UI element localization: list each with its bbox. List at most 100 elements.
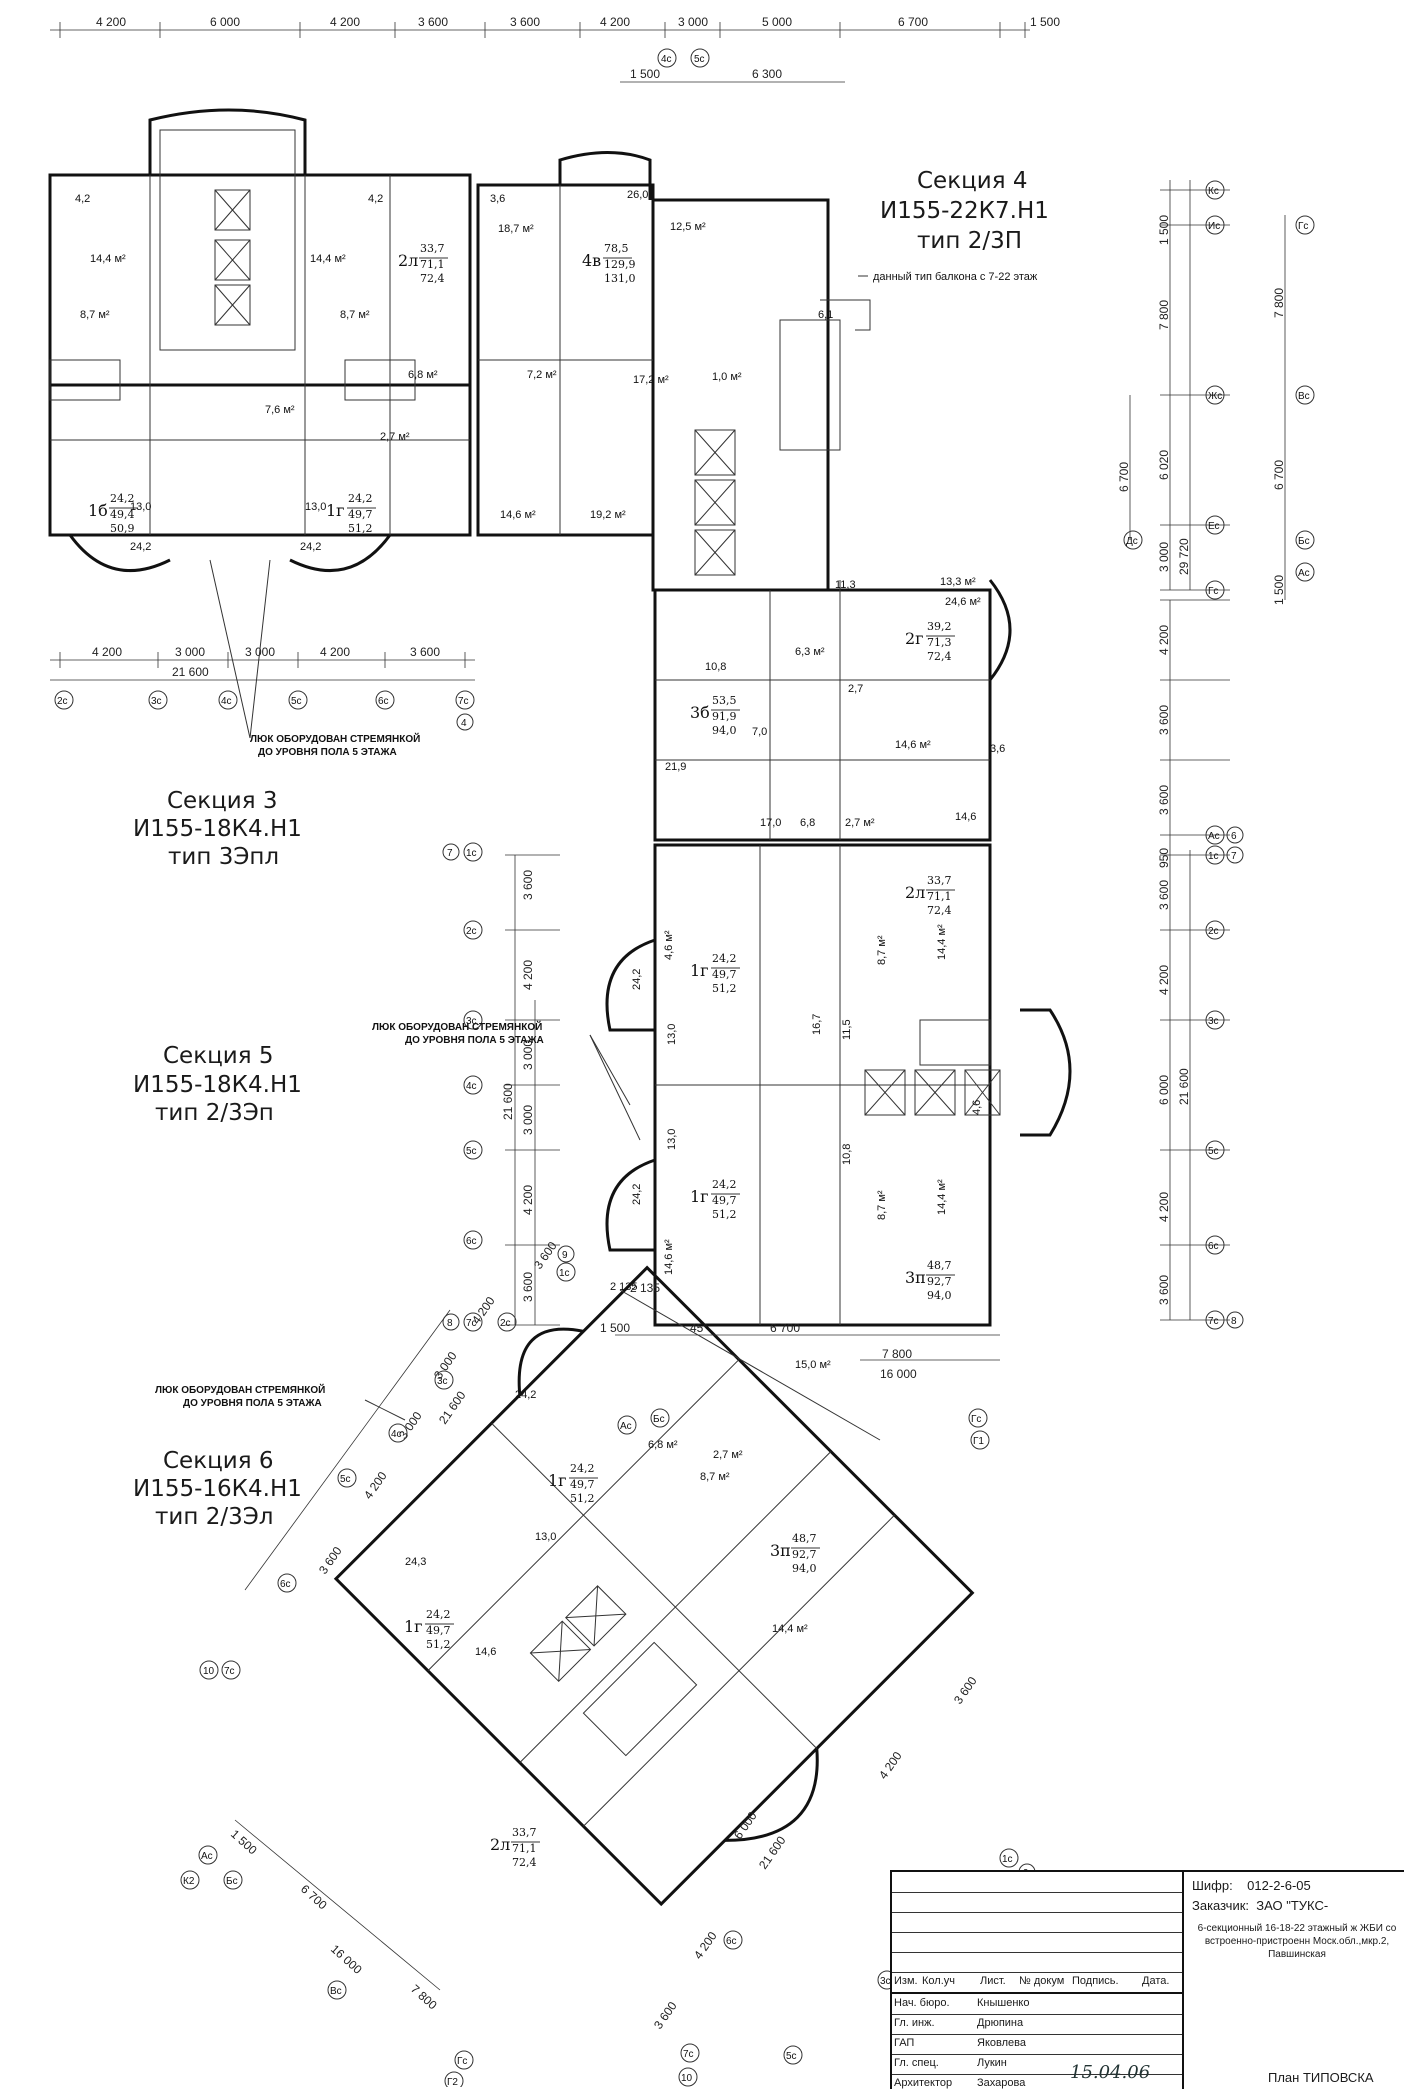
svg-text:К2: К2 — [183, 1876, 195, 1887]
s5-rdim-2: 3 600 — [1157, 785, 1171, 815]
s5-ldim-4: 21 600 — [501, 1083, 515, 1120]
svg-text:3,6: 3,6 — [990, 743, 1005, 755]
s5-rdim-6: 6 000 — [1157, 1075, 1171, 1105]
top-dim-4: 3 600 — [510, 15, 540, 29]
s3-total: 21 600 — [172, 665, 209, 679]
s6-dim-0: 1 500 — [600, 1321, 630, 1335]
svg-text:4 200: 4 200 — [691, 1929, 720, 1962]
svg-text:49,7: 49,7 — [570, 1478, 595, 1491]
svg-text:1г: 1г — [690, 961, 709, 980]
svg-text:Ас: Ас — [201, 1851, 213, 1862]
svg-text:Секция 4: Секция 4 — [917, 168, 1028, 194]
svg-text:10,8: 10,8 — [841, 1144, 853, 1165]
svg-text:5с: 5с — [786, 2051, 797, 2062]
svg-text:24,2: 24,2 — [631, 1184, 643, 1205]
svg-text:16,7: 16,7 — [811, 1014, 823, 1035]
svg-text:13,3 м²: 13,3 м² — [940, 576, 976, 588]
svg-text:3с: 3с — [466, 1016, 477, 1027]
svg-text:Г2: Г2 — [447, 2077, 458, 2087]
svg-text:26,0: 26,0 — [627, 189, 648, 201]
svg-text:53,5: 53,5 — [712, 694, 737, 707]
s4-rdim-2: 6 020 — [1157, 450, 1171, 480]
svg-text:14,6: 14,6 — [475, 1646, 496, 1658]
svg-text:7с: 7с — [224, 1666, 235, 1677]
top-dim-8: 6 700 — [898, 15, 928, 29]
svg-text:Ас: Ас — [620, 1421, 632, 1432]
svg-text:6,8 м²: 6,8 м² — [648, 1439, 678, 1451]
svg-text:13,0: 13,0 — [535, 1531, 556, 1543]
svg-text:24,6 м²: 24,6 м² — [945, 596, 981, 608]
top-dim-7: 5 000 — [762, 15, 792, 29]
svg-text:1с: 1с — [1002, 1854, 1013, 1865]
top-dim-5: 4 200 — [600, 15, 630, 29]
s4-rdim-0: 1 500 — [1157, 215, 1171, 245]
svg-text:1с: 1с — [1208, 851, 1219, 862]
staff-row: Архитектор Захарова — [894, 2077, 1026, 2089]
s5-ldim-5: 4 200 — [521, 1185, 535, 1215]
svg-text:Дс: Дс — [1126, 536, 1138, 547]
s5-ldim-0: 3 600 — [521, 870, 535, 900]
top-dim-0: 4 200 — [96, 15, 126, 29]
svg-text:14,4 м²: 14,4 м² — [936, 1179, 948, 1215]
svg-text:8: 8 — [1231, 1316, 1237, 1327]
svg-text:5с: 5с — [291, 696, 302, 707]
svg-text:ЛЮК ОБОРУДОВАН СТРЕМЯНКОЙ: ЛЮК ОБОРУДОВАН СТРЕМЯНКОЙ — [155, 1383, 325, 1396]
svg-text:51,2: 51,2 — [712, 982, 737, 995]
section-5-title: Секция 5 И155-18К4.Н1 тип 2/3Эп — [133, 1043, 302, 1126]
svg-text:3с: 3с — [151, 696, 162, 707]
svg-text:5с: 5с — [340, 1474, 351, 1485]
svg-text:9: 9 — [562, 1250, 568, 1261]
svg-text:4в: 4в — [582, 251, 601, 270]
svg-text:2с: 2с — [500, 1318, 511, 1329]
s5-rdim-7: 21 600 — [1177, 1068, 1191, 1105]
section-6-plan: 6,8 м² 8,7 м² 14,4 м² 13,0 24,2 24,3 14,… — [333, 1265, 975, 1907]
svg-text:48,7: 48,7 — [792, 1532, 817, 1545]
svg-text:71,1: 71,1 — [512, 1842, 537, 1855]
s5-ldim-3: 3 000 — [521, 1105, 535, 1135]
svg-text:7с: 7с — [683, 2049, 694, 2060]
section-3-plan: 4,2 4,2 14,4 м² 14,4 м² 8,7 м² 8,7 м² 13… — [48, 108, 472, 573]
svg-text:48,7: 48,7 — [927, 1259, 952, 1272]
svg-text:3с: 3с — [1208, 1016, 1219, 1027]
section-4-title: Секция 4 И155-22К7.Н1 тип 2/3П — [880, 168, 1049, 254]
svg-text:Ас: Ас — [1208, 831, 1220, 842]
svg-text:3п: 3п — [905, 1268, 926, 1287]
apt-5: 3б 53,5 91,9 94,0 — [690, 694, 740, 737]
svg-text:1г: 1г — [548, 1471, 567, 1490]
s4-rdim-7: 6 700 — [1272, 460, 1286, 490]
svg-text:2с: 2с — [57, 696, 68, 707]
svg-text:Вс: Вс — [330, 1986, 342, 1997]
svg-text:6с: 6с — [280, 1579, 291, 1590]
svg-text:24,3: 24,3 — [405, 1556, 426, 1568]
svg-text:2л: 2л — [398, 251, 418, 270]
svg-text:Г1: Г1 — [973, 1436, 984, 1447]
s5-ldim-6: 3 600 — [521, 1272, 535, 1302]
svg-text:24,2: 24,2 — [300, 541, 321, 553]
apt-4: 2г 39,2 71,3 72,4 — [905, 620, 955, 663]
s3-dim-4: 3 600 — [410, 645, 440, 659]
s4-rdim-5: 6 700 — [1117, 462, 1131, 492]
svg-text:49,7: 49,7 — [426, 1624, 451, 1637]
svg-text:72,4: 72,4 — [927, 650, 952, 663]
svg-text:2с: 2с — [466, 926, 477, 937]
svg-text:131,0: 131,0 — [604, 272, 636, 285]
svg-text:ДО УРОВНЯ ПОЛА 5 ЭТАЖА: ДО УРОВНЯ ПОЛА 5 ЭТАЖА — [183, 1398, 322, 1409]
apt-11: 3п 48,7 92,7 94,0 — [770, 1532, 820, 1575]
svg-text:1 500: 1 500 — [228, 1827, 260, 1858]
project-description: 6-секционный 16-18-22 этажный ж ЖБИ со в… — [1197, 1923, 1397, 1960]
svg-text:И155-18К4.Н1: И155-18К4.Н1 — [133, 1072, 302, 1098]
svg-text:2,7: 2,7 — [848, 683, 863, 695]
staff-row: ГАП Яковлева — [892, 2034, 1182, 2055]
svg-text:94,0: 94,0 — [792, 1562, 817, 1575]
svg-text:92,7: 92,7 — [792, 1548, 817, 1561]
svg-text:Кс: Кс — [1208, 186, 1219, 197]
svg-text:3б: 3б — [690, 703, 710, 722]
svg-text:тип 2/3Эп: тип 2/3Эп — [155, 1100, 274, 1126]
svg-text:4,2: 4,2 — [75, 193, 90, 205]
s3-dim-0: 4 200 — [92, 645, 122, 659]
svg-text:8,7 м²: 8,7 м² — [876, 1190, 888, 1220]
svg-text:7с: 7с — [1208, 1316, 1219, 1327]
apt-6: 2л 33,7 71,1 72,4 — [905, 874, 955, 917]
svg-text:3 600: 3 600 — [951, 1674, 980, 1707]
s5-rdim-9: 3 600 — [1157, 1275, 1171, 1305]
